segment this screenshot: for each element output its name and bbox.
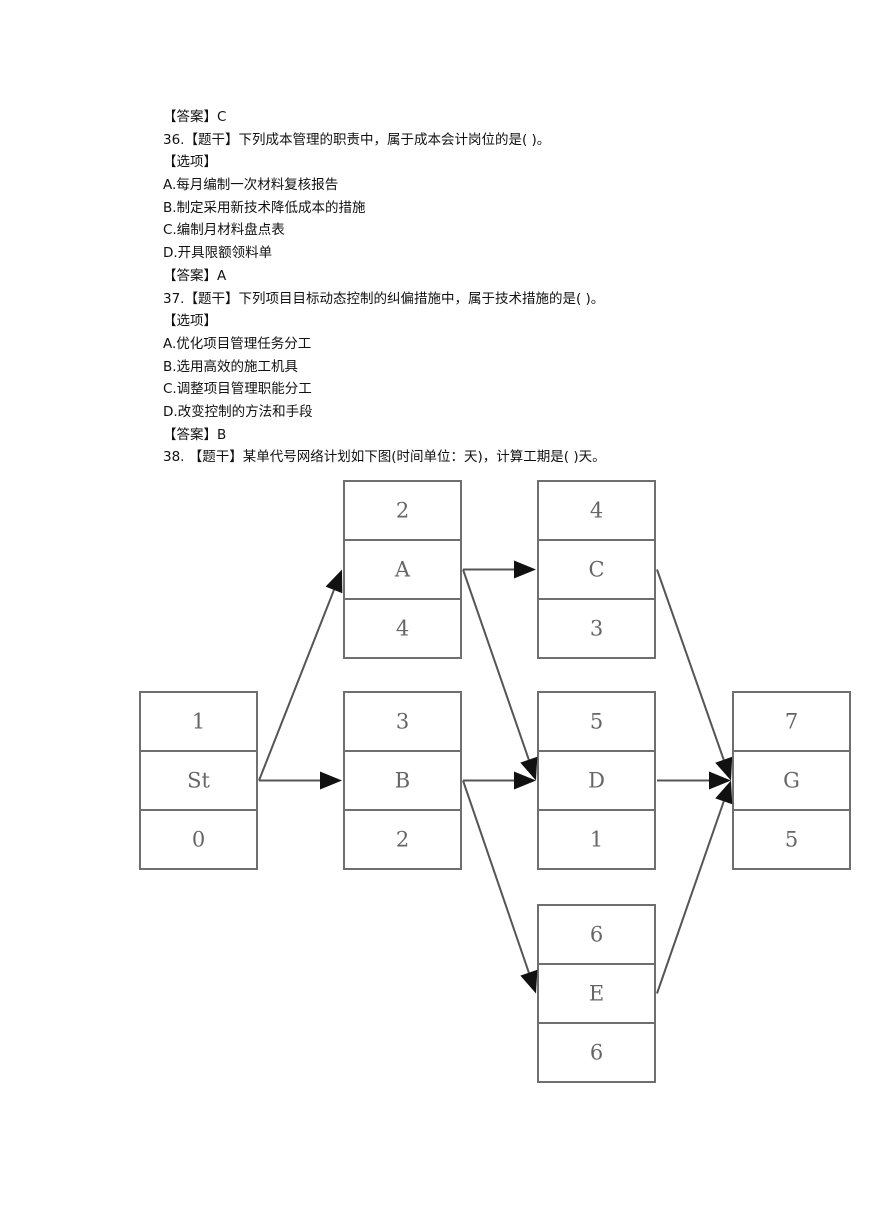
arrow-a-d [462, 569, 538, 781]
option-36-d: D.开具限额领料单 [163, 245, 273, 262]
node-g-bottom: 5 [785, 828, 798, 852]
arrow-b-e [462, 780, 538, 994]
node-g-top: 7 [785, 710, 798, 734]
node-st-label: St [187, 769, 210, 793]
node-d-top: 5 [590, 710, 603, 734]
option-37-d: D.改变控制的方法和手段 [163, 403, 313, 420]
node-st: 1St 0 [139, 691, 258, 870]
arrow-c-g [656, 569, 733, 781]
arrow-a-c [463, 560, 536, 579]
question-38-stem: 38. 【题干】某单代号网络计划如下图(时间单位：天)，计算工期是( )天。 [163, 449, 606, 466]
option-36-c: C.编制月材料盘点表 [163, 222, 285, 239]
node-c-label: C [588, 558, 604, 582]
question-text: 【答案】C 36.【题干】下列成本管理的职责中，属于成本会计岗位的是( )。 【… [163, 106, 803, 469]
answer-36: 【答案】A [163, 267, 227, 284]
answer-37: 【答案】B [163, 426, 227, 443]
node-b-label: B [395, 769, 410, 793]
node-st-bottom: 0 [192, 828, 205, 852]
node-e-bottom: 6 [590, 1041, 603, 1065]
options-heading-37: 【选项】 [163, 313, 217, 330]
node-g-label: G [783, 769, 800, 793]
node-b-bottom: 2 [396, 828, 409, 852]
answer-35: 【答案】C [163, 109, 227, 125]
option-37-c: C.调整项目管理职能分工 [163, 381, 312, 398]
arrow-d-g [657, 771, 731, 790]
node-c: 4C 3 [537, 480, 656, 659]
node-d-label: D [588, 769, 605, 793]
option-36-b: B.制定采用新技术降低成本的措施 [163, 199, 366, 216]
option-37-b: B.选用高效的施工机具 [163, 358, 299, 375]
node-a-label: A [394, 558, 411, 582]
node-b-top: 3 [396, 710, 409, 734]
arrow-b-d [463, 771, 536, 790]
node-e-top: 6 [590, 923, 603, 947]
question-37-stem: 37.【题干】下列项目目标动态控制的纠偏措施中，属于技术措施的是( )。 [163, 290, 605, 307]
node-e-label: E [589, 982, 604, 1006]
node-a-top: 2 [396, 499, 409, 523]
node-e: 6E6 [537, 904, 656, 1083]
node-b: 3B 2 [343, 691, 462, 870]
node-g: 7G 5 [732, 691, 851, 870]
arrow-st-b [259, 771, 342, 790]
node-st-top: 1 [192, 710, 205, 734]
node-d: 5D 1 [537, 691, 656, 870]
question-36-stem: 36.【题干】下列成本管理的职责中，属于成本会计岗位的是( )。 [163, 131, 551, 148]
node-c-top: 4 [590, 499, 603, 523]
option-36-a: A.每月编制一次材料复核报告 [163, 177, 339, 194]
arrow-st-a [258, 569, 343, 781]
node-a-bottom: 4 [396, 617, 409, 641]
arrow-e-g [656, 780, 733, 994]
option-37-a: A.优化项目管理任务分工 [163, 335, 312, 352]
options-heading-36: 【选项】 [163, 154, 217, 171]
node-d-bottom: 1 [590, 828, 603, 852]
node-c-bottom: 3 [590, 617, 603, 641]
node-a: 2A 4 [343, 480, 462, 659]
